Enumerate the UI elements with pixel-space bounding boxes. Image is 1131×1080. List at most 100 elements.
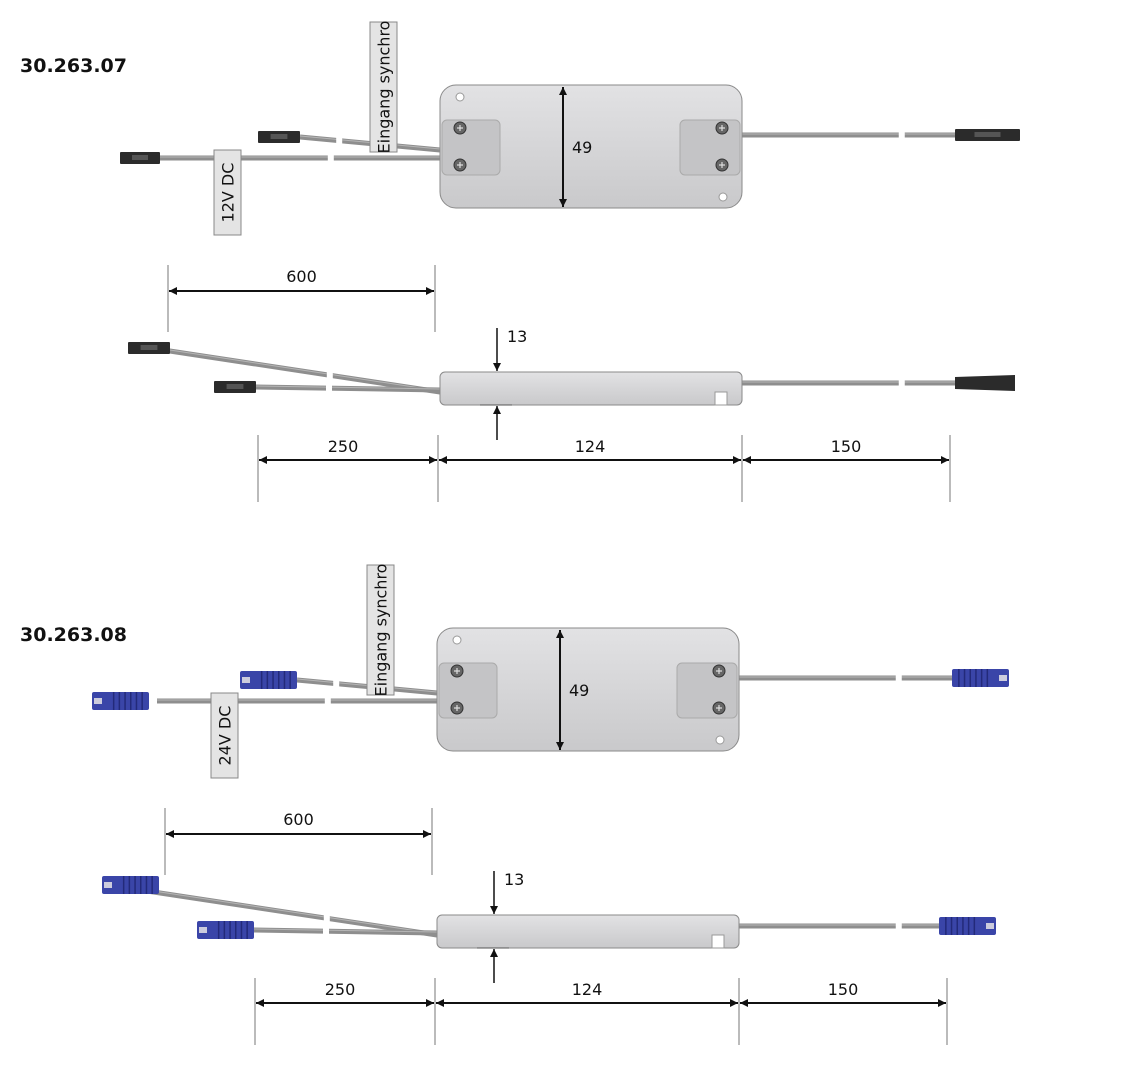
connector-body: [197, 921, 254, 939]
housing-notch: [714, 391, 728, 406]
height-dim-label: 13: [504, 870, 524, 889]
output-dim-label: 150: [828, 980, 859, 999]
connector: [102, 876, 159, 894]
part-number: 30.263.07: [20, 55, 127, 77]
synchro-label: Eingang synchro: [375, 21, 394, 154]
cable-dim-label: 600: [286, 267, 317, 286]
connector-body: [939, 917, 996, 935]
cable-break: [327, 152, 334, 164]
cable-break: [898, 377, 905, 389]
cable-break: [323, 912, 330, 925]
top-view: Eingang synchro 24V DC 49: [92, 564, 1009, 779]
housing-side: [439, 371, 743, 406]
synchro-label-box: [369, 21, 398, 153]
voltage-label-box: [213, 149, 242, 236]
mounting-pad-right: [676, 662, 738, 719]
connector-body: [102, 876, 159, 894]
connector: [197, 921, 254, 939]
connector-latch: [94, 698, 102, 704]
connector: [952, 669, 1009, 687]
cable-break: [898, 129, 905, 141]
connector-detail: [270, 134, 288, 139]
connector: [955, 129, 1020, 141]
cable-dim-label: 600: [283, 810, 314, 829]
connector-detail: [140, 345, 158, 350]
cable-highlight: [149, 346, 441, 392]
screw-slot: [719, 125, 725, 131]
connector-latch: [986, 923, 994, 929]
cable-break: [336, 134, 343, 147]
length-dimensions: 250 124 150: [257, 435, 951, 502]
housing-top: [439, 84, 743, 209]
body-dim-label: 124: [572, 980, 603, 999]
connector-body: [955, 375, 1015, 391]
mounting-hole: [455, 92, 465, 102]
synchro-label: Eingang synchro: [372, 564, 391, 697]
housing-notch: [711, 934, 725, 949]
top-view: Eingang synchro 12V DC 49: [120, 21, 1020, 236]
screw-slot: [457, 162, 463, 168]
mounting-hole: [452, 635, 462, 645]
mounting-pad-left: [438, 662, 498, 719]
side-view: 13: [102, 870, 996, 983]
connector-latch: [242, 677, 250, 683]
height-dim-label: 13: [507, 327, 527, 346]
cable-break: [323, 925, 329, 938]
mounting-pad-left: [441, 119, 501, 176]
body-dim-label: 124: [575, 437, 606, 456]
connector-latch: [199, 927, 207, 933]
voltage-label: 24V DC: [216, 706, 235, 766]
length-dimensions: 250 124 150: [254, 978, 948, 1045]
cable-break: [326, 369, 333, 382]
screw-slot: [716, 668, 722, 674]
output-dim-label: 150: [831, 437, 862, 456]
cable-break: [333, 677, 340, 690]
connector: [258, 131, 300, 143]
housing-side: [436, 914, 740, 949]
connector-detail: [132, 155, 148, 160]
mounting-hole: [715, 735, 725, 745]
connector-body: [240, 671, 297, 689]
input-dim-label: 250: [328, 437, 359, 456]
connector: [120, 152, 160, 164]
cable: [146, 888, 438, 938]
connector-latch: [999, 675, 1007, 681]
connector: [214, 381, 256, 393]
housing-top: [436, 627, 740, 752]
cable-break: [324, 695, 331, 707]
connector-detail: [974, 132, 1001, 137]
connector: [92, 692, 149, 710]
side-view: 13: [128, 327, 1015, 440]
cable: [251, 927, 438, 936]
screw-slot: [716, 705, 722, 711]
mounting-pad-right: [679, 119, 741, 176]
cable-break: [326, 382, 332, 395]
cable: [254, 384, 441, 393]
screw-slot: [457, 125, 463, 131]
connector: [939, 917, 996, 935]
connector-body: [92, 692, 149, 710]
mounting-hole: [718, 192, 728, 202]
part-number: 30.263.08: [20, 624, 127, 646]
screw-slot: [454, 668, 460, 674]
width-dim-label: 49: [572, 138, 592, 157]
connector-latch: [104, 882, 112, 888]
input-dim-label: 250: [325, 980, 356, 999]
voltage-label-box: [210, 692, 239, 779]
cable-highlight: [251, 928, 438, 933]
synchro-label-box: [366, 564, 395, 696]
connector-body: [952, 669, 1009, 687]
cable-highlight: [254, 385, 441, 390]
cable-break: [895, 920, 902, 932]
width-dim-label: 49: [569, 681, 589, 700]
voltage-label: 12V DC: [219, 163, 238, 223]
cable-break: [895, 672, 902, 684]
variant-30-263-08: 30.263.08 Eingang synchro 24V DC 49 600 13 250…: [20, 564, 1009, 1045]
screw-slot: [454, 705, 460, 711]
connector: [240, 671, 297, 689]
cable-highlight: [146, 889, 438, 935]
variant-30-263-07: 30.263.07 Eingang synchro 12V DC 49 600 13 250…: [20, 21, 1020, 502]
connector: [128, 342, 170, 354]
screw-slot: [719, 162, 725, 168]
